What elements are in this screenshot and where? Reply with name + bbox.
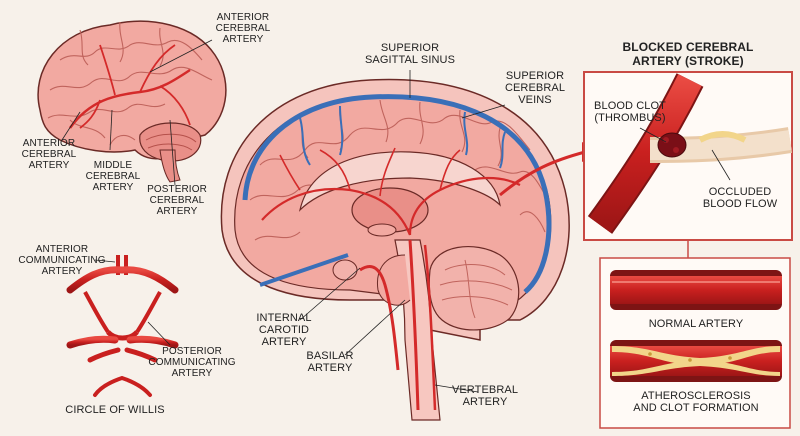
- stroke-panel-title: BLOCKED CEREBRAL ARTERY (STROKE): [622, 40, 754, 68]
- lateral-brain-illustration: [37, 20, 227, 186]
- label-anterior-cerebral-artery-left: ANTERIOR CEREBRAL ARTERY: [21, 138, 77, 171]
- label-normal-artery: NORMAL ARTERY: [648, 318, 744, 330]
- blocked-artery-panel: [583, 71, 793, 429]
- label-anterior-communicating-artery: ANTERIOR COMMUNICATING ARTERY: [18, 244, 106, 277]
- label-blood-clot: BLOOD CLOT (THROMBUS): [594, 100, 666, 124]
- label-basilar-artery: BASILAR ARTERY: [306, 350, 354, 374]
- label-superior-sagittal-sinus: SUPERIOR SAGITTAL SINUS: [364, 42, 456, 66]
- label-anterior-cerebral-artery-top: ANTERIOR CEREBRAL ARTERY: [215, 12, 271, 45]
- label-superior-cerebral-veins: SUPERIOR CEREBRAL VEINS: [504, 70, 566, 106]
- label-middle-cerebral-artery: MIDDLE CEREBRAL ARTERY: [85, 160, 141, 193]
- label-atherosclerosis: ATHEROSCLEROSIS AND CLOT FORMATION: [633, 390, 759, 414]
- label-internal-carotid-artery: INTERNAL CAROTID ARTERY: [256, 312, 312, 348]
- sagittal-brain-illustration: [220, 70, 600, 421]
- label-vertebral-artery: VERTEBRAL ARTERY: [451, 384, 519, 408]
- label-posterior-communicating-artery: POSTERIOR COMMUNICATING ARTERY: [148, 346, 236, 379]
- label-posterior-cerebral-artery: POSTERIOR CEREBRAL ARTERY: [147, 184, 207, 217]
- label-circle-of-willis: CIRCLE OF WILLIS: [65, 404, 165, 416]
- circle-of-willis-illustration: [35, 255, 210, 399]
- label-occluded-blood-flow: OCCLUDED BLOOD FLOW: [702, 186, 778, 210]
